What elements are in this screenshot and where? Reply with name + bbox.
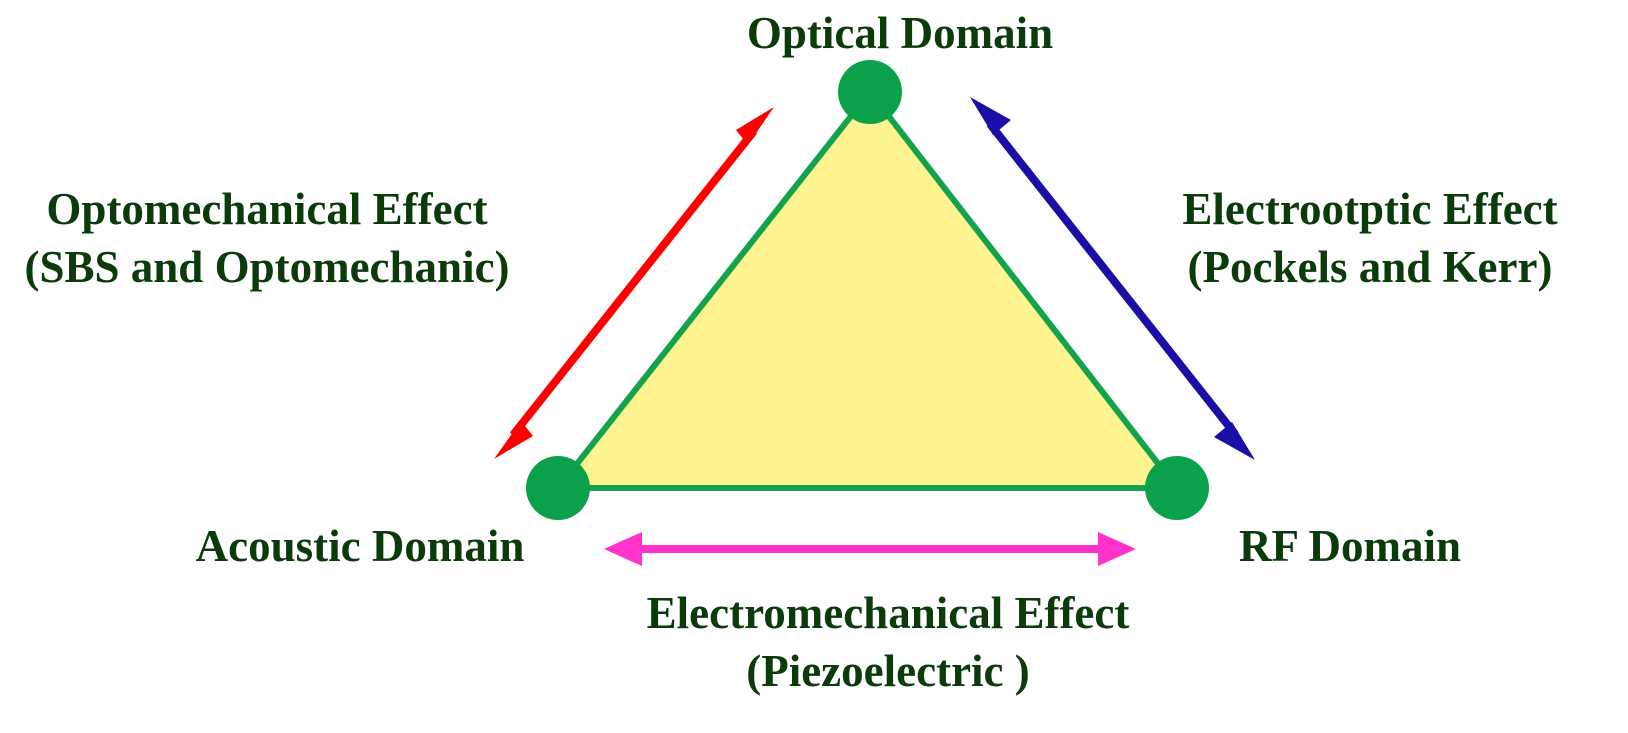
optomechanical-effect-title: Optomechanical Effect	[46, 184, 488, 234]
electrooptic-effect-subtitle: (Pockels and Kerr)	[1187, 242, 1553, 292]
electromechanical-arrow	[604, 532, 1136, 566]
electromechanical-effect-label: Electromechanical Effect (Piezoelectric …	[647, 584, 1130, 700]
optomechanical-effect-subtitle: (SBS and Optomechanic)	[24, 242, 510, 292]
electrooptic-effect-title: Electrootptic Effect	[1182, 184, 1558, 234]
optomechanical-arrow	[494, 107, 774, 459]
acoustic-domain-label: Acoustic Domain	[196, 517, 525, 575]
domain-triangle	[555, 89, 1180, 491]
electrooptic-effect-label: Electrootptic Effect (Pockels and Kerr)	[1182, 180, 1557, 296]
rf-domain-label: RF Domain	[1239, 517, 1461, 575]
optomechanical-effect-label: Optomechanical Effect (SBS and Optomecha…	[24, 180, 509, 296]
electrooptic-arrow	[970, 97, 1255, 460]
optical-domain-text: Optical Domain	[746, 8, 1054, 58]
rf-domain-text: RF Domain	[1238, 521, 1462, 571]
acoustic-domain-node	[526, 456, 590, 520]
acoustic-domain-text: Acoustic Domain	[195, 521, 525, 571]
optical-domain-label: Optical Domain	[747, 4, 1053, 62]
optical-domain-node	[838, 60, 902, 124]
electromechanical-effect-subtitle: (Piezoelectric )	[746, 646, 1030, 696]
electromechanical-effect-title: Electromechanical Effect	[646, 588, 1130, 638]
rf-domain-node	[1145, 456, 1209, 520]
